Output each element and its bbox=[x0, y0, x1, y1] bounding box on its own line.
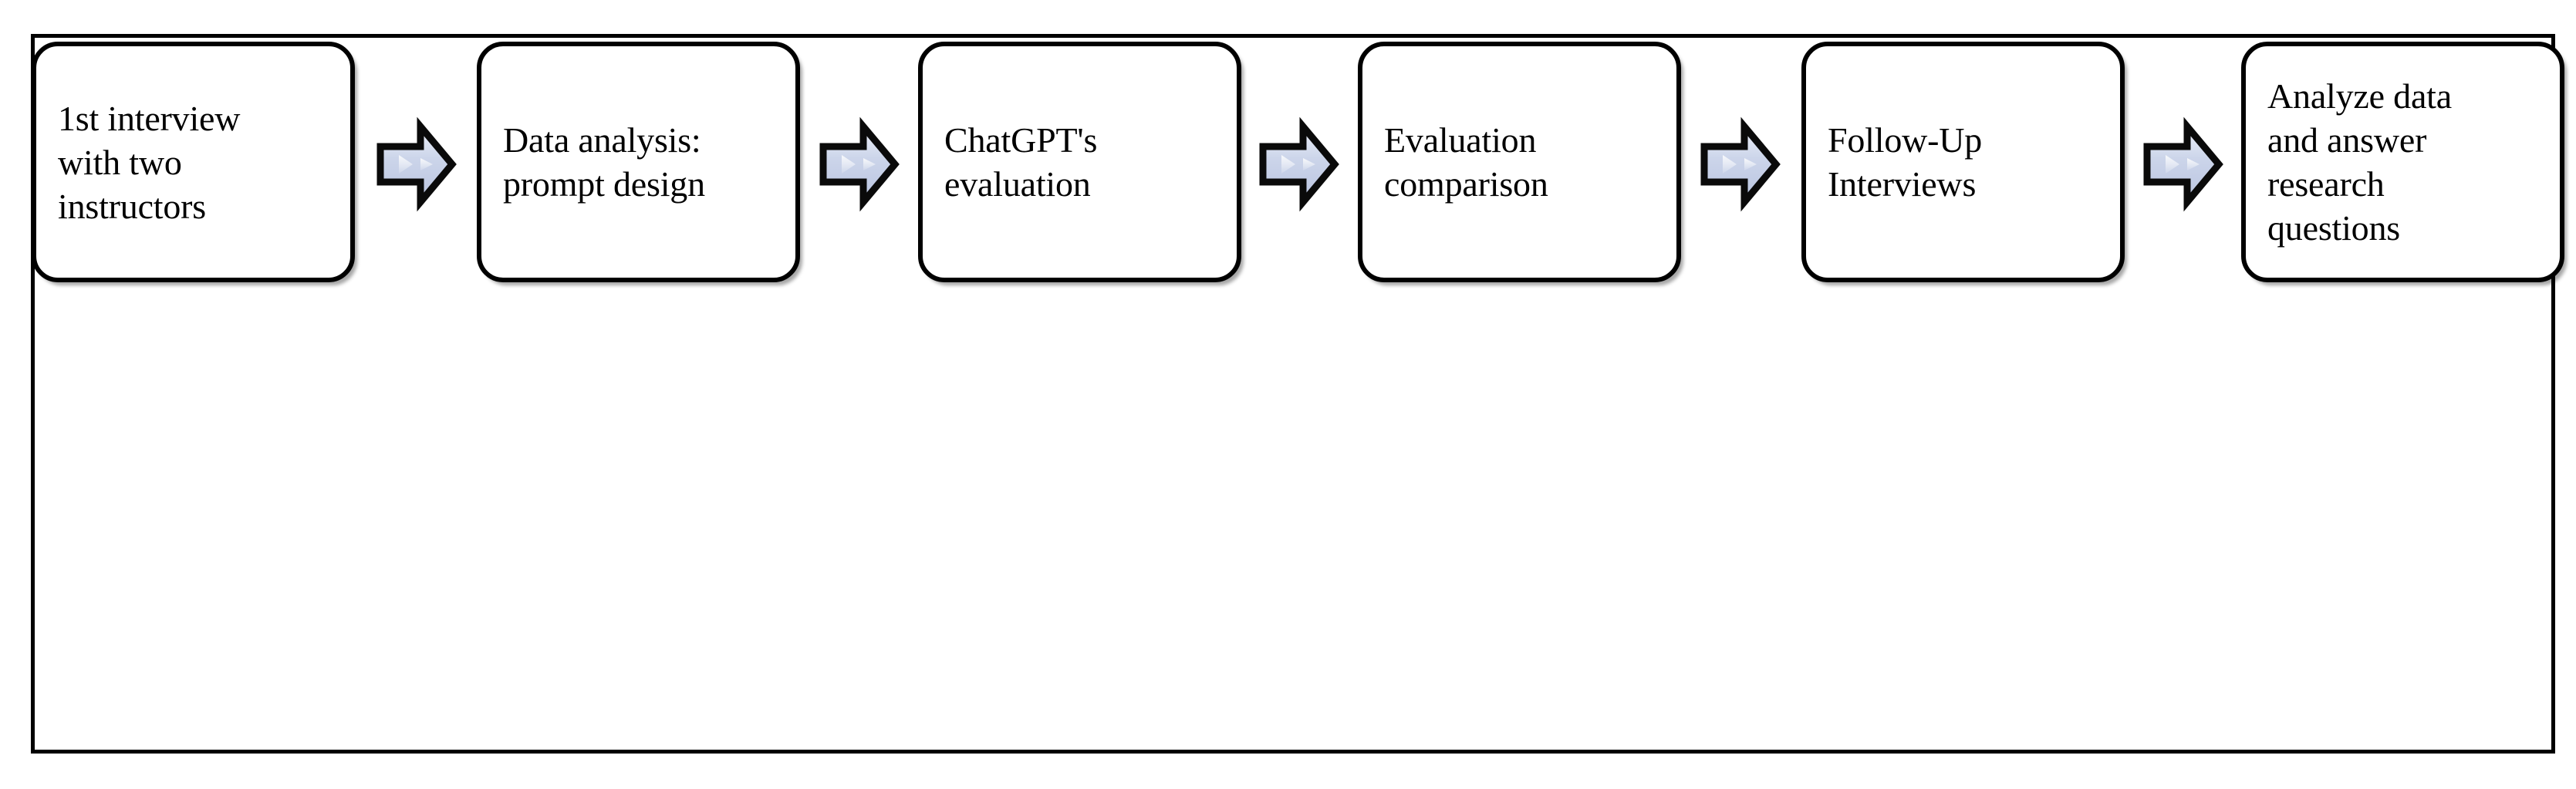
process-step-label: Evaluation comparison bbox=[1384, 120, 1548, 204]
arrow-right-icon bbox=[1700, 116, 1781, 212]
figure-frame: 1st interview with two instructors bbox=[31, 34, 2564, 754]
process-step-follow-up-interviews[interactable]: Follow-Up Interviews bbox=[1801, 42, 2125, 282]
process-step-chatgpt-evaluation[interactable]: ChatGPT's evaluation bbox=[918, 42, 1241, 282]
process-flow-row: 1st interview with two instructors bbox=[4, 38, 2576, 289]
arrow-right-icon bbox=[376, 116, 457, 212]
process-step-label: ChatGPT's evaluation bbox=[944, 120, 1098, 204]
process-step-label: 1st interview with two instructors bbox=[58, 98, 241, 226]
arrow-right-icon bbox=[2142, 116, 2223, 212]
process-step-label: Follow-Up Interviews bbox=[1828, 120, 1983, 204]
arrow-right-icon bbox=[819, 116, 900, 212]
process-step-1st-interview[interactable]: 1st interview with two instructors bbox=[32, 42, 355, 282]
process-step-analyze-and-answer[interactable]: Analyze data and answer research questio… bbox=[2241, 42, 2564, 282]
process-step-data-analysis[interactable]: Data analysis: prompt design bbox=[477, 42, 800, 282]
arrow-right-icon bbox=[1258, 116, 1339, 212]
process-step-evaluation-comparison[interactable]: Evaluation comparison bbox=[1358, 42, 1681, 282]
process-step-label: Analyze data and answer research questio… bbox=[2267, 76, 2452, 248]
process-step-label: Data analysis: prompt design bbox=[503, 120, 705, 204]
